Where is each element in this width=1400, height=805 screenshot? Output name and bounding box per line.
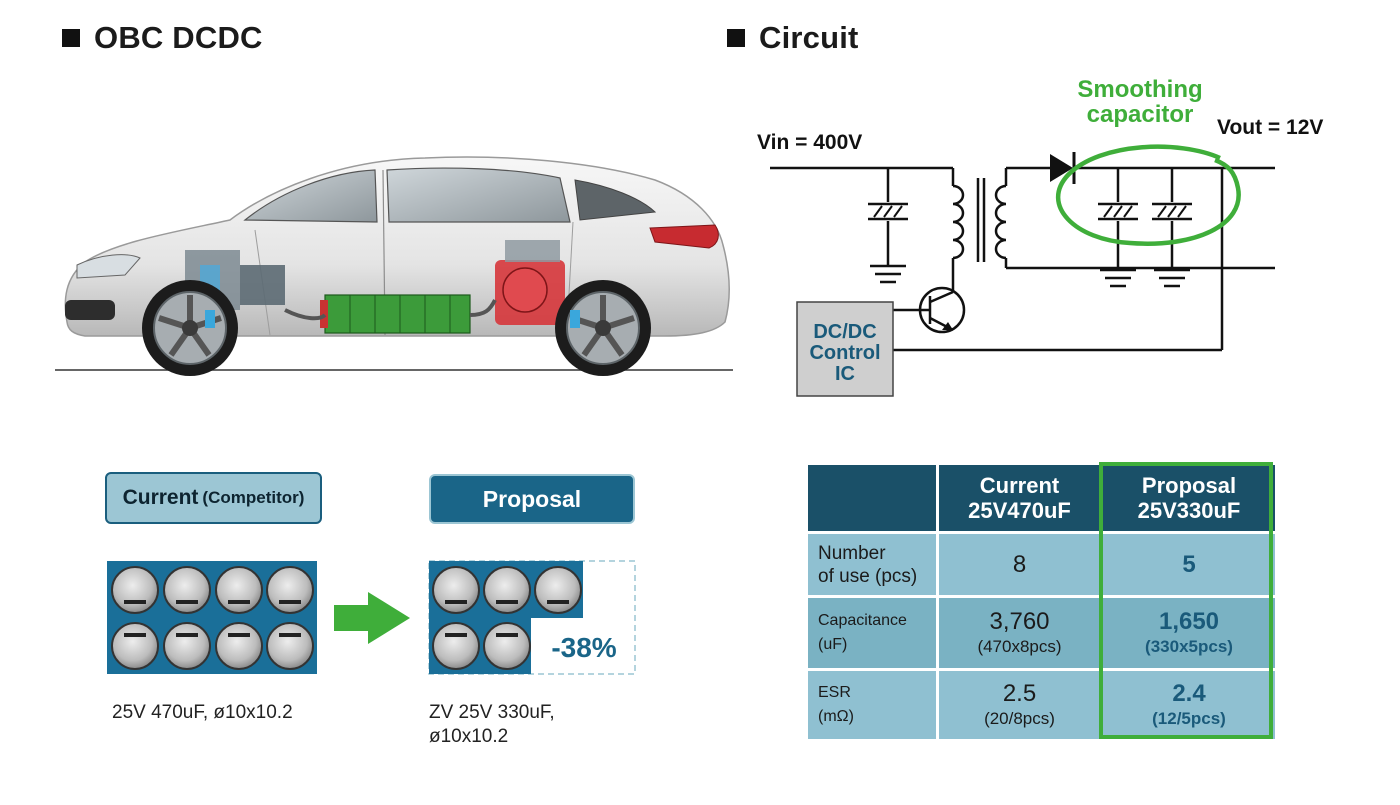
cell-current-number: 8 [936,531,1103,598]
square-bullet-icon [62,29,80,47]
vout-label: Vout = 12V [1217,116,1323,139]
table-row: Capacitance (uF) 3,760 (470x8pcs) 1,650 … [805,595,1278,671]
reduction-percent-label: -38% [551,632,616,663]
cell-subvalue: (330x5pcs) [1145,637,1233,656]
capacitor-icon [432,622,480,670]
cell-proposal-capacitance: 1,650 (330x5pcs) [1100,595,1278,671]
row-label-line2: (mΩ) [818,708,854,725]
cell-value: 3,760 [989,608,1050,635]
proposal-caption-line2: ø10x10.2 [429,726,509,747]
cell-value: 2.4 [1172,680,1206,707]
capacitor-icon [111,622,159,670]
section-title-text: OBC DCDC [94,20,263,55]
current-capacitor-caption: 25V 470uF, ø10x10.2 [112,701,293,725]
capacitor-icon [266,566,314,614]
ic-label-line2: Control [809,342,880,364]
rear-wheel [555,280,651,376]
current-caption-text: 25V 470uF, ø10x10.2 [112,702,293,723]
smoothing-label-line2: capacitor [1087,101,1194,128]
arrow-right-icon [334,592,410,644]
smoothing-label-line1: Smoothing [1077,76,1202,103]
row-label-line1: ESR [818,684,851,701]
capacitor-icon [163,622,211,670]
section-title-text: Circuit [759,20,859,55]
ic-label-line3: IC [835,363,855,385]
cell-subvalue: (12/5pcs) [1152,709,1226,728]
capacitor-icon [483,622,531,670]
row-label-number-of-use: Number of use (pcs) [805,531,939,598]
current-competitor-label: Current(Competitor) [105,472,322,524]
table-header-row: Current 25V470uF Proposal 25V330uF [805,462,1278,534]
table-row: ESR (mΩ) 2.5 (20/8pcs) 2.4 (12/5pcs) [805,668,1278,742]
table-row: Number of use (pcs) 8 5 [805,531,1278,598]
header-proposal-line1: Proposal [1141,473,1237,498]
cell-value: 1,650 [1158,608,1220,635]
capacitor-icon [534,566,582,614]
proposal-label: Proposal [429,474,635,524]
table-header-empty [805,462,939,534]
row-label-line2: of use (pcs) [818,565,918,587]
proposal-capacitor-caption: ZV 25V 330uF, ø10x10.2 [429,701,555,749]
capacitor-icon [215,622,263,670]
proposal-caption-line1: ZV 25V 330uF, [429,702,555,723]
front-wheel [142,280,238,376]
cell-value: 8 [1012,550,1027,578]
dcdc-control-ic-box [796,301,894,397]
capacitor-icon [111,566,159,614]
section-title-circuit: Circuit [727,20,859,56]
cell-subvalue: (20/8pcs) [984,709,1055,728]
row-label-esr: ESR (mΩ) [805,668,939,742]
header-current-line1: Current [979,473,1060,498]
vin-label: Vin = 400V [757,131,862,154]
proposal-column-highlight [1099,462,1273,739]
row-label-line1: Capacitance [818,612,907,629]
competitor-label-text: (Competitor) [202,488,305,507]
capacitor-icon [483,566,531,614]
header-proposal-line2: 25V330uF [1137,498,1241,523]
current-label-text: Current [122,486,199,509]
car-illustration [55,156,733,376]
header-current-line2: 25V470uF [968,498,1071,523]
spec-comparison-table: Current 25V470uF Proposal 25V330uF Numbe… [805,462,1278,742]
row-label-capacitance: Capacitance (uF) [805,595,939,671]
cell-subvalue: (470x8pcs) [977,637,1062,656]
cell-value: 5 [1182,550,1196,578]
cell-proposal-esr: 2.4 (12/5pcs) [1100,668,1278,742]
cell-current-esr: 2.5 (20/8pcs) [936,668,1103,742]
table-header-proposal: Proposal 25V330uF [1100,462,1278,534]
ic-label-line1: DC/DC [813,321,876,343]
capacitor-icon [163,566,211,614]
proposal-label-text: Proposal [482,485,582,512]
row-label-line1: Number [818,542,886,564]
cell-current-capacitance: 3,760 (470x8pcs) [936,595,1103,671]
capacitor-icon [266,622,314,670]
capacitor-icon [215,566,263,614]
capacitor-icon [432,566,480,614]
section-title-obc-dcdc: OBC DCDC [62,20,263,56]
smoothing-capacitor-highlight-icon [1055,144,1241,246]
cell-proposal-number: 5 [1100,531,1278,598]
circuit-diagram: DC/DC Control IC Vin = 400V Vout = 12V S… [757,76,1323,397]
square-bullet-icon [727,29,745,47]
table-header-current: Current 25V470uF [936,462,1103,534]
cell-value: 2.5 [1002,680,1037,707]
row-label-line2: (uF) [818,636,848,653]
